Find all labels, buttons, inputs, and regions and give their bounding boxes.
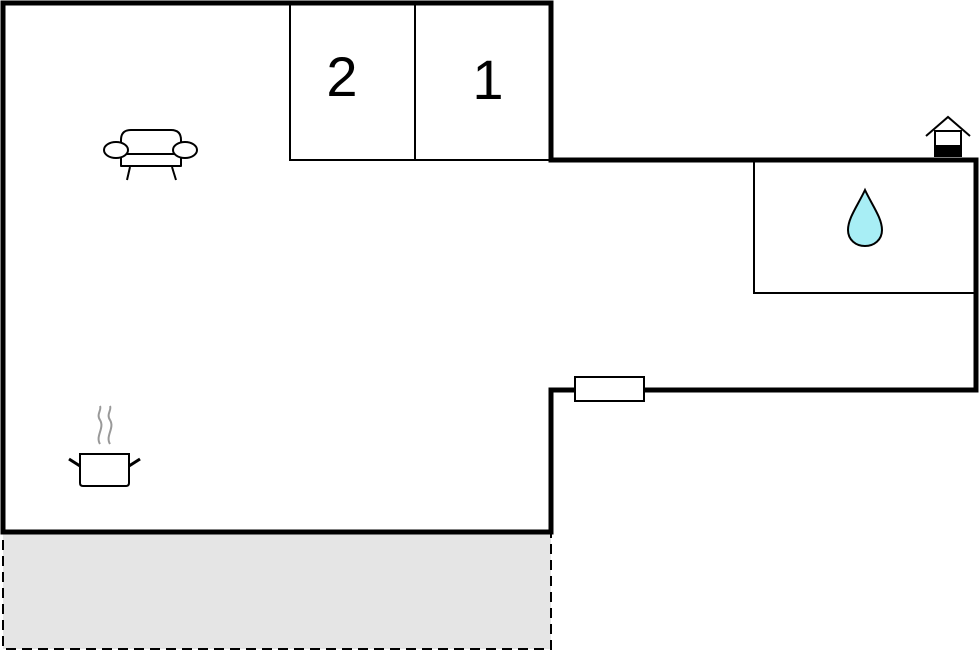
water-drop-icon <box>846 187 884 248</box>
house-entrance-icon <box>925 115 971 157</box>
room-label-2: 2 <box>326 45 357 108</box>
room-label-1: 1 <box>472 48 503 111</box>
terrace <box>2 531 552 650</box>
cooking-pot-icon <box>68 405 141 487</box>
bathroom-outline <box>753 159 977 294</box>
window-icon <box>574 376 645 402</box>
bedroom-1-outline <box>414 2 552 161</box>
sofa-icon <box>103 129 198 181</box>
